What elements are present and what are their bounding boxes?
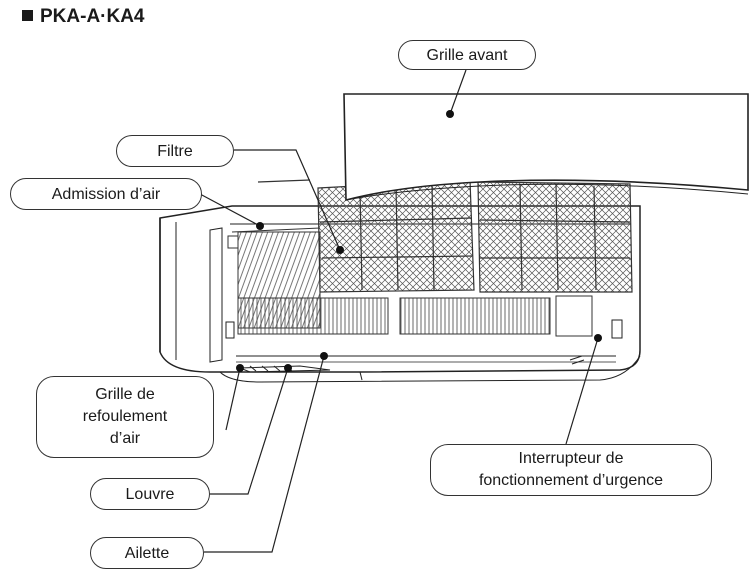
air-intake-coil	[227, 227, 593, 337]
label-interrupteur-line1: Interrupteur de	[518, 450, 624, 467]
label-grille-refoulement-line3: d’air	[109, 430, 141, 447]
label-grille-avant: Grille avant	[398, 40, 536, 70]
label-interrupteur-line2: fonctionnement d’urgence	[478, 472, 664, 489]
filter-assembly	[257, 179, 633, 293]
front-grille-panel	[343, 93, 749, 202]
label-admission-air: Admission d’air	[10, 178, 202, 210]
label-interrupteur-urgence: Interrupteur de fonctionnement d’urgence	[430, 444, 712, 496]
diagram-title-text: PKA-A·KA4	[40, 6, 145, 27]
square-bullet-icon	[22, 10, 33, 21]
leader-dots	[236, 110, 602, 372]
label-louvre: Louvre	[90, 478, 210, 510]
label-grille-refoulement-line1: Grille de	[95, 386, 155, 403]
label-ailette: Ailette	[90, 537, 204, 569]
label-grille-refoulement: Grille de refoulement d’air	[36, 376, 214, 458]
leader-lines	[199, 69, 599, 553]
label-filtre: Filtre	[116, 135, 234, 167]
diagram-title: PKA-A·KA4	[22, 6, 145, 28]
label-grille-refoulement-line2: refoulement	[82, 408, 168, 425]
vane-details	[239, 355, 585, 381]
